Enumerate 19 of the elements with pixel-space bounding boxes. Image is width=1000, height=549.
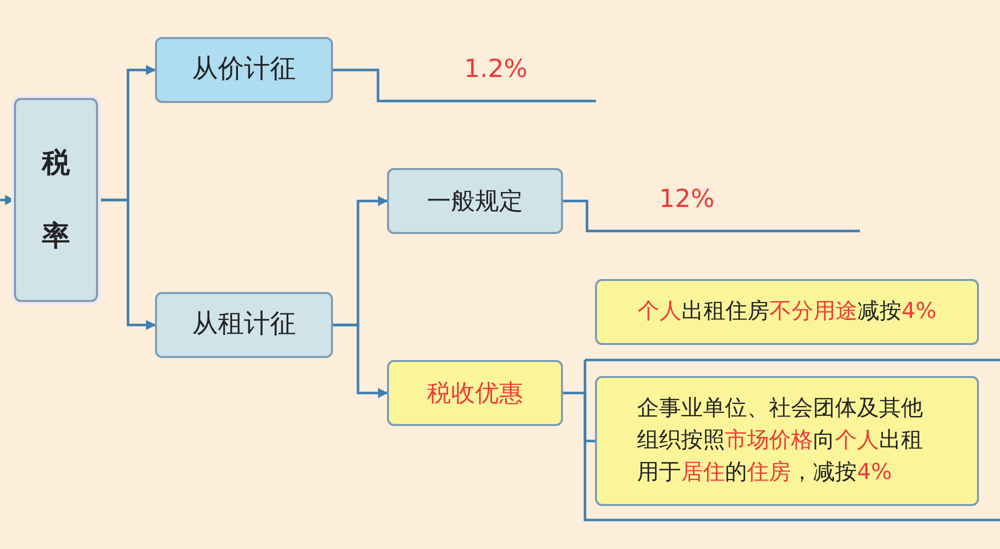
connector-line (563, 200, 860, 232)
node-text: 个人出租住房不分用途减按4% (638, 298, 936, 326)
connector-line (333, 68, 596, 102)
note-box (595, 376, 979, 506)
node-text: 从租计征 (192, 308, 296, 342)
node-text: 税率 (42, 145, 70, 254)
topic-box (14, 98, 98, 302)
node-text: 一般规定 (427, 186, 523, 217)
arrow (98, 198, 156, 330)
branch-box (387, 168, 563, 234)
arrow (333, 324, 388, 398)
branch-box (155, 37, 333, 103)
connector-line (563, 392, 595, 442)
branch-box (387, 360, 563, 426)
branch-box (155, 292, 333, 358)
note-box (595, 279, 979, 345)
node-text: 从价计征 (192, 53, 296, 86)
node-text: 税收优惠 (427, 378, 523, 409)
node-text: 企事业单位、社会团体及其他组织按照市场价格向个人出租用于居住的住房，减按4% (637, 395, 924, 487)
